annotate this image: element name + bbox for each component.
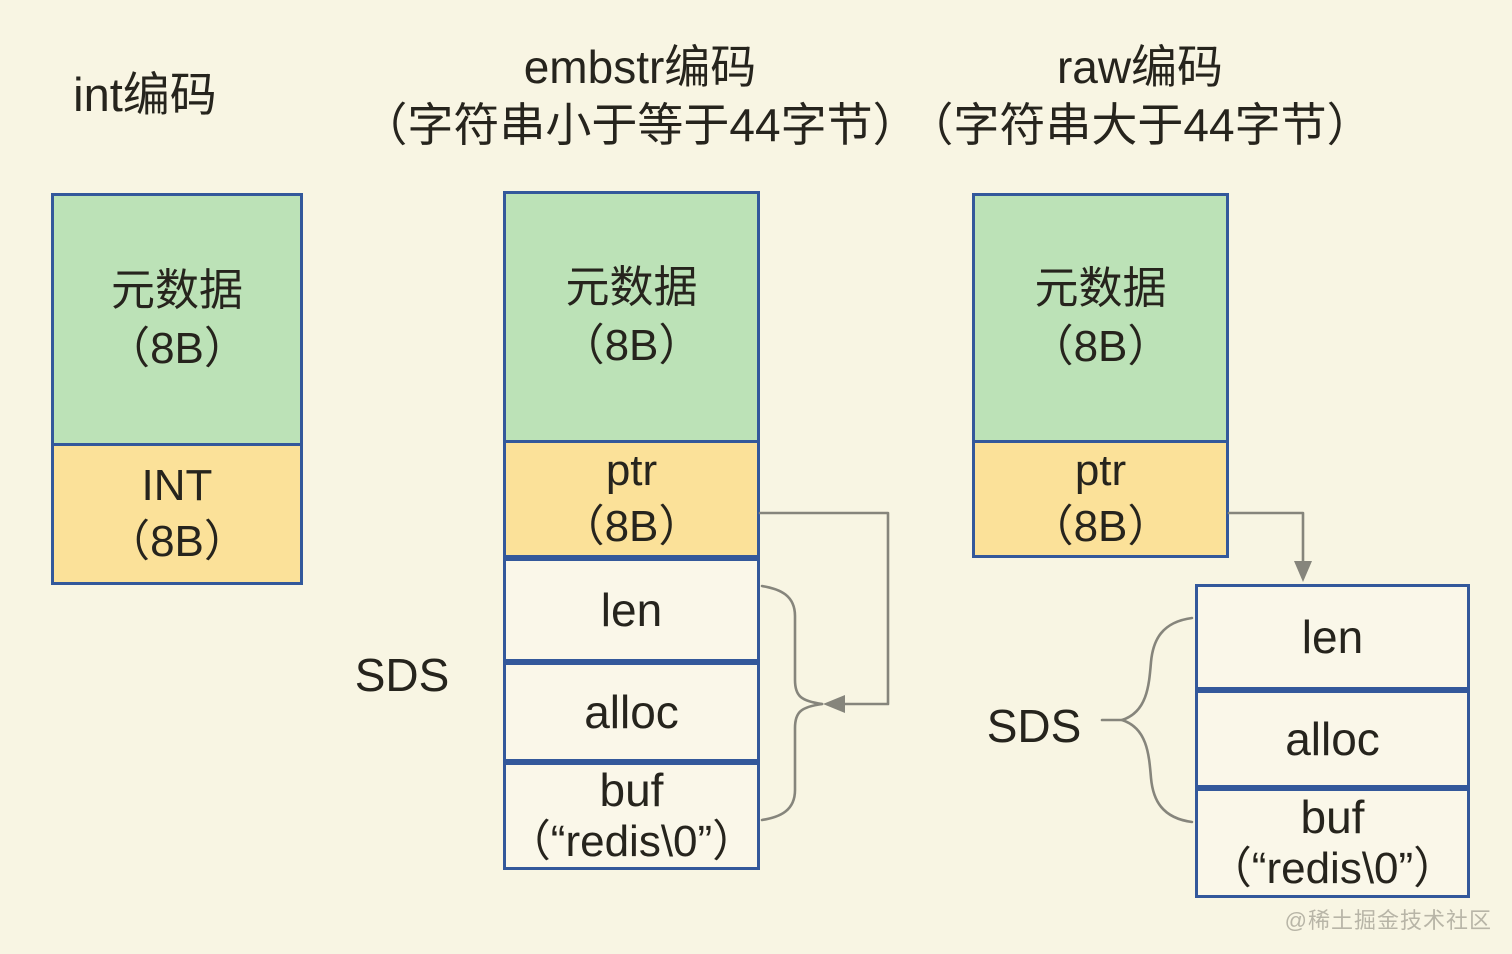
int-title-text: int编码 xyxy=(73,68,217,121)
raw-ptr-arrowhead-icon xyxy=(1294,561,1312,582)
raw-ptr-pointer-line xyxy=(1227,511,1305,566)
int-metadata-size: （8B） xyxy=(106,323,248,373)
raw-sds-buf-value: （“redis\0”） xyxy=(1207,844,1458,893)
embstr-sds-buf-label: buf xyxy=(599,764,664,816)
embstr-sds-bracket-top xyxy=(760,584,824,706)
embstr-sds-bracket-bottom xyxy=(760,702,824,822)
raw-sds-len-cell: len xyxy=(1195,584,1470,690)
int-value-size: （8B） xyxy=(106,517,248,566)
raw-sds-alloc-cell: alloc xyxy=(1195,690,1470,788)
int-value-label: INT xyxy=(141,461,213,510)
embstr-object-box: 元数据 （8B） ptr （8B） xyxy=(503,191,760,558)
raw-sds-alloc-label: alloc xyxy=(1285,713,1380,765)
embstr-sds-buf-value: （“redis\0”） xyxy=(506,817,757,866)
int-value-cell: INT （8B） xyxy=(54,443,300,582)
embstr-sds-len-label: len xyxy=(600,584,663,636)
embstr-metadata-cell: 元数据 （8B） xyxy=(506,194,757,440)
raw-sds-brace xyxy=(1120,616,1194,824)
embstr-ptr-label: ptr xyxy=(605,446,658,495)
embstr-sds-label: SDS xyxy=(354,649,450,701)
embstr-ptr-arrowhead-icon xyxy=(823,695,845,713)
embstr-ptr-pointer-line xyxy=(758,511,890,706)
raw-ptr-size: （8B） xyxy=(1029,502,1172,551)
raw-metadata-label: 元数据 xyxy=(1034,264,1167,313)
raw-sds-len-label: len xyxy=(1301,611,1364,663)
int-metadata-label: 元数据 xyxy=(111,265,243,315)
raw-ptr-label: ptr xyxy=(1074,446,1127,495)
embstr-metadata-label: 元数据 xyxy=(565,263,698,312)
embstr-sds-len-cell: len xyxy=(503,558,760,662)
raw-sds-buf-cell: buf （“redis\0”） xyxy=(1195,788,1470,898)
embstr-title-line1: embstr编码 xyxy=(523,41,757,93)
embstr-title-line2: （字符串小于等于44字节） xyxy=(361,99,919,151)
watermark: @稀土掘金技术社区 xyxy=(1284,908,1492,933)
raw-metadata-cell: 元数据 （8B） xyxy=(975,196,1226,440)
embstr-metadata-size: （8B） xyxy=(560,321,703,370)
embstr-ptr-cell: ptr （8B） xyxy=(506,440,757,555)
raw-object-box: 元数据 （8B） ptr （8B） xyxy=(972,193,1229,558)
embstr-sds-buf-cell: buf （“redis\0”） xyxy=(503,762,760,870)
int-object-box: 元数据 （8B） INT （8B） xyxy=(51,193,303,585)
raw-sds-buf-label: buf xyxy=(1300,791,1365,843)
raw-title-line1: raw编码 xyxy=(1056,41,1224,93)
raw-title-line2: （字符串大于44字节） xyxy=(907,99,1373,151)
raw-column-title: raw编码 （字符串大于44字节） xyxy=(840,38,1440,154)
raw-metadata-size: （8B） xyxy=(1029,322,1172,371)
embstr-sds-alloc-label: alloc xyxy=(584,686,679,738)
int-metadata-cell: 元数据 （8B） xyxy=(54,196,300,443)
raw-sds-label: SDS xyxy=(986,700,1082,752)
raw-ptr-cell: ptr （8B） xyxy=(975,440,1226,555)
embstr-column-title: embstr编码 （字符串小于等于44字节） xyxy=(340,38,940,154)
int-column-title: int编码 xyxy=(30,66,260,124)
embstr-ptr-size: （8B） xyxy=(560,502,703,551)
embstr-sds-alloc-cell: alloc xyxy=(503,662,760,762)
